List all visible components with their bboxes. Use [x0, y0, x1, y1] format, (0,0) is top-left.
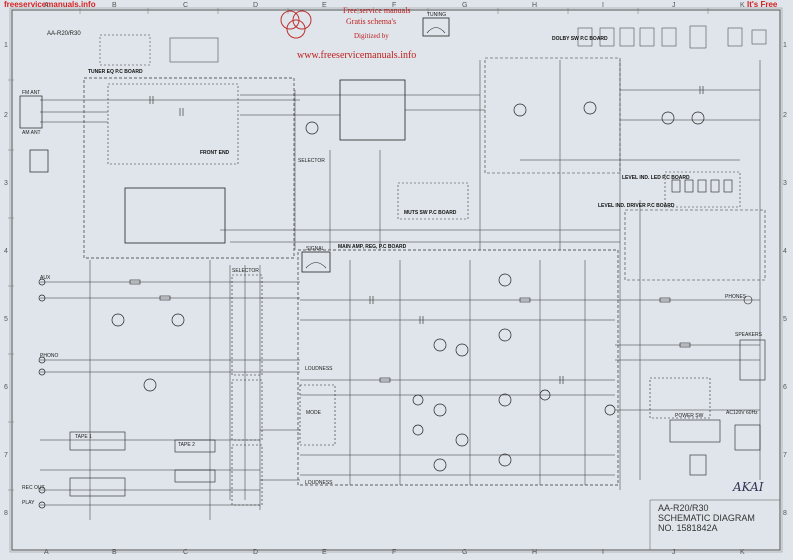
level-led-board-label: LEVEL IND. LED P.C BOARD [622, 175, 690, 181]
grid-row-3-right: 3 [783, 180, 787, 187]
dolby-board-outline [484, 57, 621, 174]
loudness-label-2: LOUDNESS [305, 480, 333, 486]
grid-col-a-bottom: A [44, 549, 49, 556]
grid-row-5: 5 [4, 316, 8, 323]
tuner-board-outline [83, 77, 295, 259]
title-block: AA-R20/R30 SCHEMATIC DIAGRAM NO. 1581842… [658, 503, 755, 533]
grid-col-b-bottom: B [112, 549, 117, 556]
tuning-label: TUNING [427, 12, 447, 18]
level-driver-board-label: LEVEL IND. DRIVER P.C BOARD [598, 203, 675, 209]
component-legend [577, 25, 767, 49]
watermark-line2: Gratis schema's [346, 17, 397, 26]
grid-row-1: 1 [4, 42, 8, 49]
tape2-label: TAPE 2 [178, 442, 195, 448]
grid-col-e-bottom: E [322, 549, 327, 556]
grid-col-j: J [672, 2, 676, 9]
grid-col-k: K [740, 2, 745, 9]
tape1-label: TAPE 1 [75, 434, 92, 440]
grid-col-h-bottom: H [532, 549, 538, 556]
selector-label-2: SELECTOR [232, 268, 259, 274]
grid-row-5-right: 5 [783, 316, 787, 323]
tuning-meter [422, 17, 450, 37]
signal-meter [301, 251, 331, 273]
grid-col-d-bottom: D [253, 549, 259, 556]
grid-col-f: F [392, 2, 397, 9]
grid-row-2: 2 [4, 112, 8, 119]
watermark-line1: Free service manuals [343, 6, 411, 15]
site-link[interactable]: freeservicemanuals.info [4, 0, 96, 9]
loudness-label: LOUDNESS [305, 366, 333, 372]
grid-row-8: 8 [4, 510, 8, 517]
front-end-label: FRONT END [200, 150, 230, 156]
grid-row-8-right: 8 [783, 510, 787, 517]
grid-row-7-right: 7 [783, 452, 787, 459]
grid-row-6-right: 6 [783, 384, 787, 391]
grid-col-h: H [532, 2, 538, 9]
am-ant-label: AM ANT [22, 130, 41, 136]
play-label: PLAY [22, 500, 35, 506]
signal-label: SIGNAL [306, 246, 325, 252]
grid-col-j-bottom: J [672, 549, 676, 556]
grid-col-g-bottom: G [462, 549, 468, 556]
title-number: NO. 1581842A [658, 523, 718, 533]
grid-row-6: 6 [4, 384, 8, 391]
fm-ant-label: FM ANT [22, 90, 41, 96]
grid-row-4-right: 4 [783, 248, 787, 255]
muts-board-label: MUTS SW P.C BOARD [404, 210, 457, 216]
grid-col-d: D [253, 2, 259, 9]
rec-out-label: REC OUT [22, 485, 45, 491]
input-jacks [19, 95, 49, 509]
grid-col-a: A [44, 2, 49, 9]
sheet-border [11, 9, 781, 551]
power-sw-label: POWER SW [675, 413, 704, 419]
front-end-outline [107, 83, 239, 165]
level-led-board-outline [664, 171, 741, 208]
selector-switch [231, 274, 336, 506]
ac-label: AC120V 60Hz [726, 410, 758, 416]
passive-components [129, 86, 704, 384]
grid-col-k-bottom: K [740, 549, 745, 556]
main-amp-board-outline [297, 249, 619, 486]
grid-col-c: C [183, 2, 189, 9]
tuner-board-label: TUNER EQ P.C BOARD [88, 69, 143, 75]
grid-col-i-bottom: I [602, 549, 604, 556]
free-link[interactable]: It's Free [747, 0, 778, 9]
aux-label: AUX [40, 275, 51, 281]
wiring [40, 89, 760, 506]
dolby-board-label: DOLBY SW P.C BOARD [552, 36, 608, 42]
grid-col-i: I [602, 2, 604, 9]
transistor-symbols [111, 101, 705, 472]
phones-label: PHONES [725, 294, 747, 300]
title-model: AA-R20/R30 [658, 503, 709, 513]
grid-col-f-bottom: F [392, 549, 397, 556]
grid-col-b: B [112, 2, 117, 9]
grid-row-4: 4 [4, 248, 8, 255]
tuner-ic-block [124, 187, 226, 244]
grid-row-1-right: 1 [783, 42, 787, 49]
watermark-url[interactable]: www.freeservicemanuals.info [297, 50, 417, 61]
mode-label: MODE [306, 410, 321, 416]
main-amp-board-label: MAIN AMP, REG, P.C BOARD [338, 244, 407, 250]
watermark-logo [280, 10, 312, 39]
grid-ticks [8, 8, 709, 491]
model-label: AA-R20/R30 [47, 31, 81, 37]
grid-col-e: E [322, 2, 327, 9]
grid-col-c-bottom: C [183, 549, 189, 556]
title-text: SCHEMATIC DIAGRAM [658, 513, 755, 523]
watermark-line3: Digitized by [354, 32, 389, 40]
ha-ic-block [339, 79, 406, 141]
grid-row-2-right: 2 [783, 112, 787, 119]
grid-row-3: 3 [4, 180, 8, 187]
level-driver-board-outline [624, 209, 766, 281]
selector-label-1: SELECTOR [298, 158, 325, 164]
phono-label: PHONO [40, 353, 59, 359]
grid-row-7: 7 [4, 452, 8, 459]
speakers-label: SPEAKERS [735, 332, 762, 338]
grid-col-g: G [462, 2, 468, 9]
output-section [649, 295, 766, 476]
muts-board-outline [397, 182, 469, 220]
akai-signature: AKAI [733, 480, 764, 494]
